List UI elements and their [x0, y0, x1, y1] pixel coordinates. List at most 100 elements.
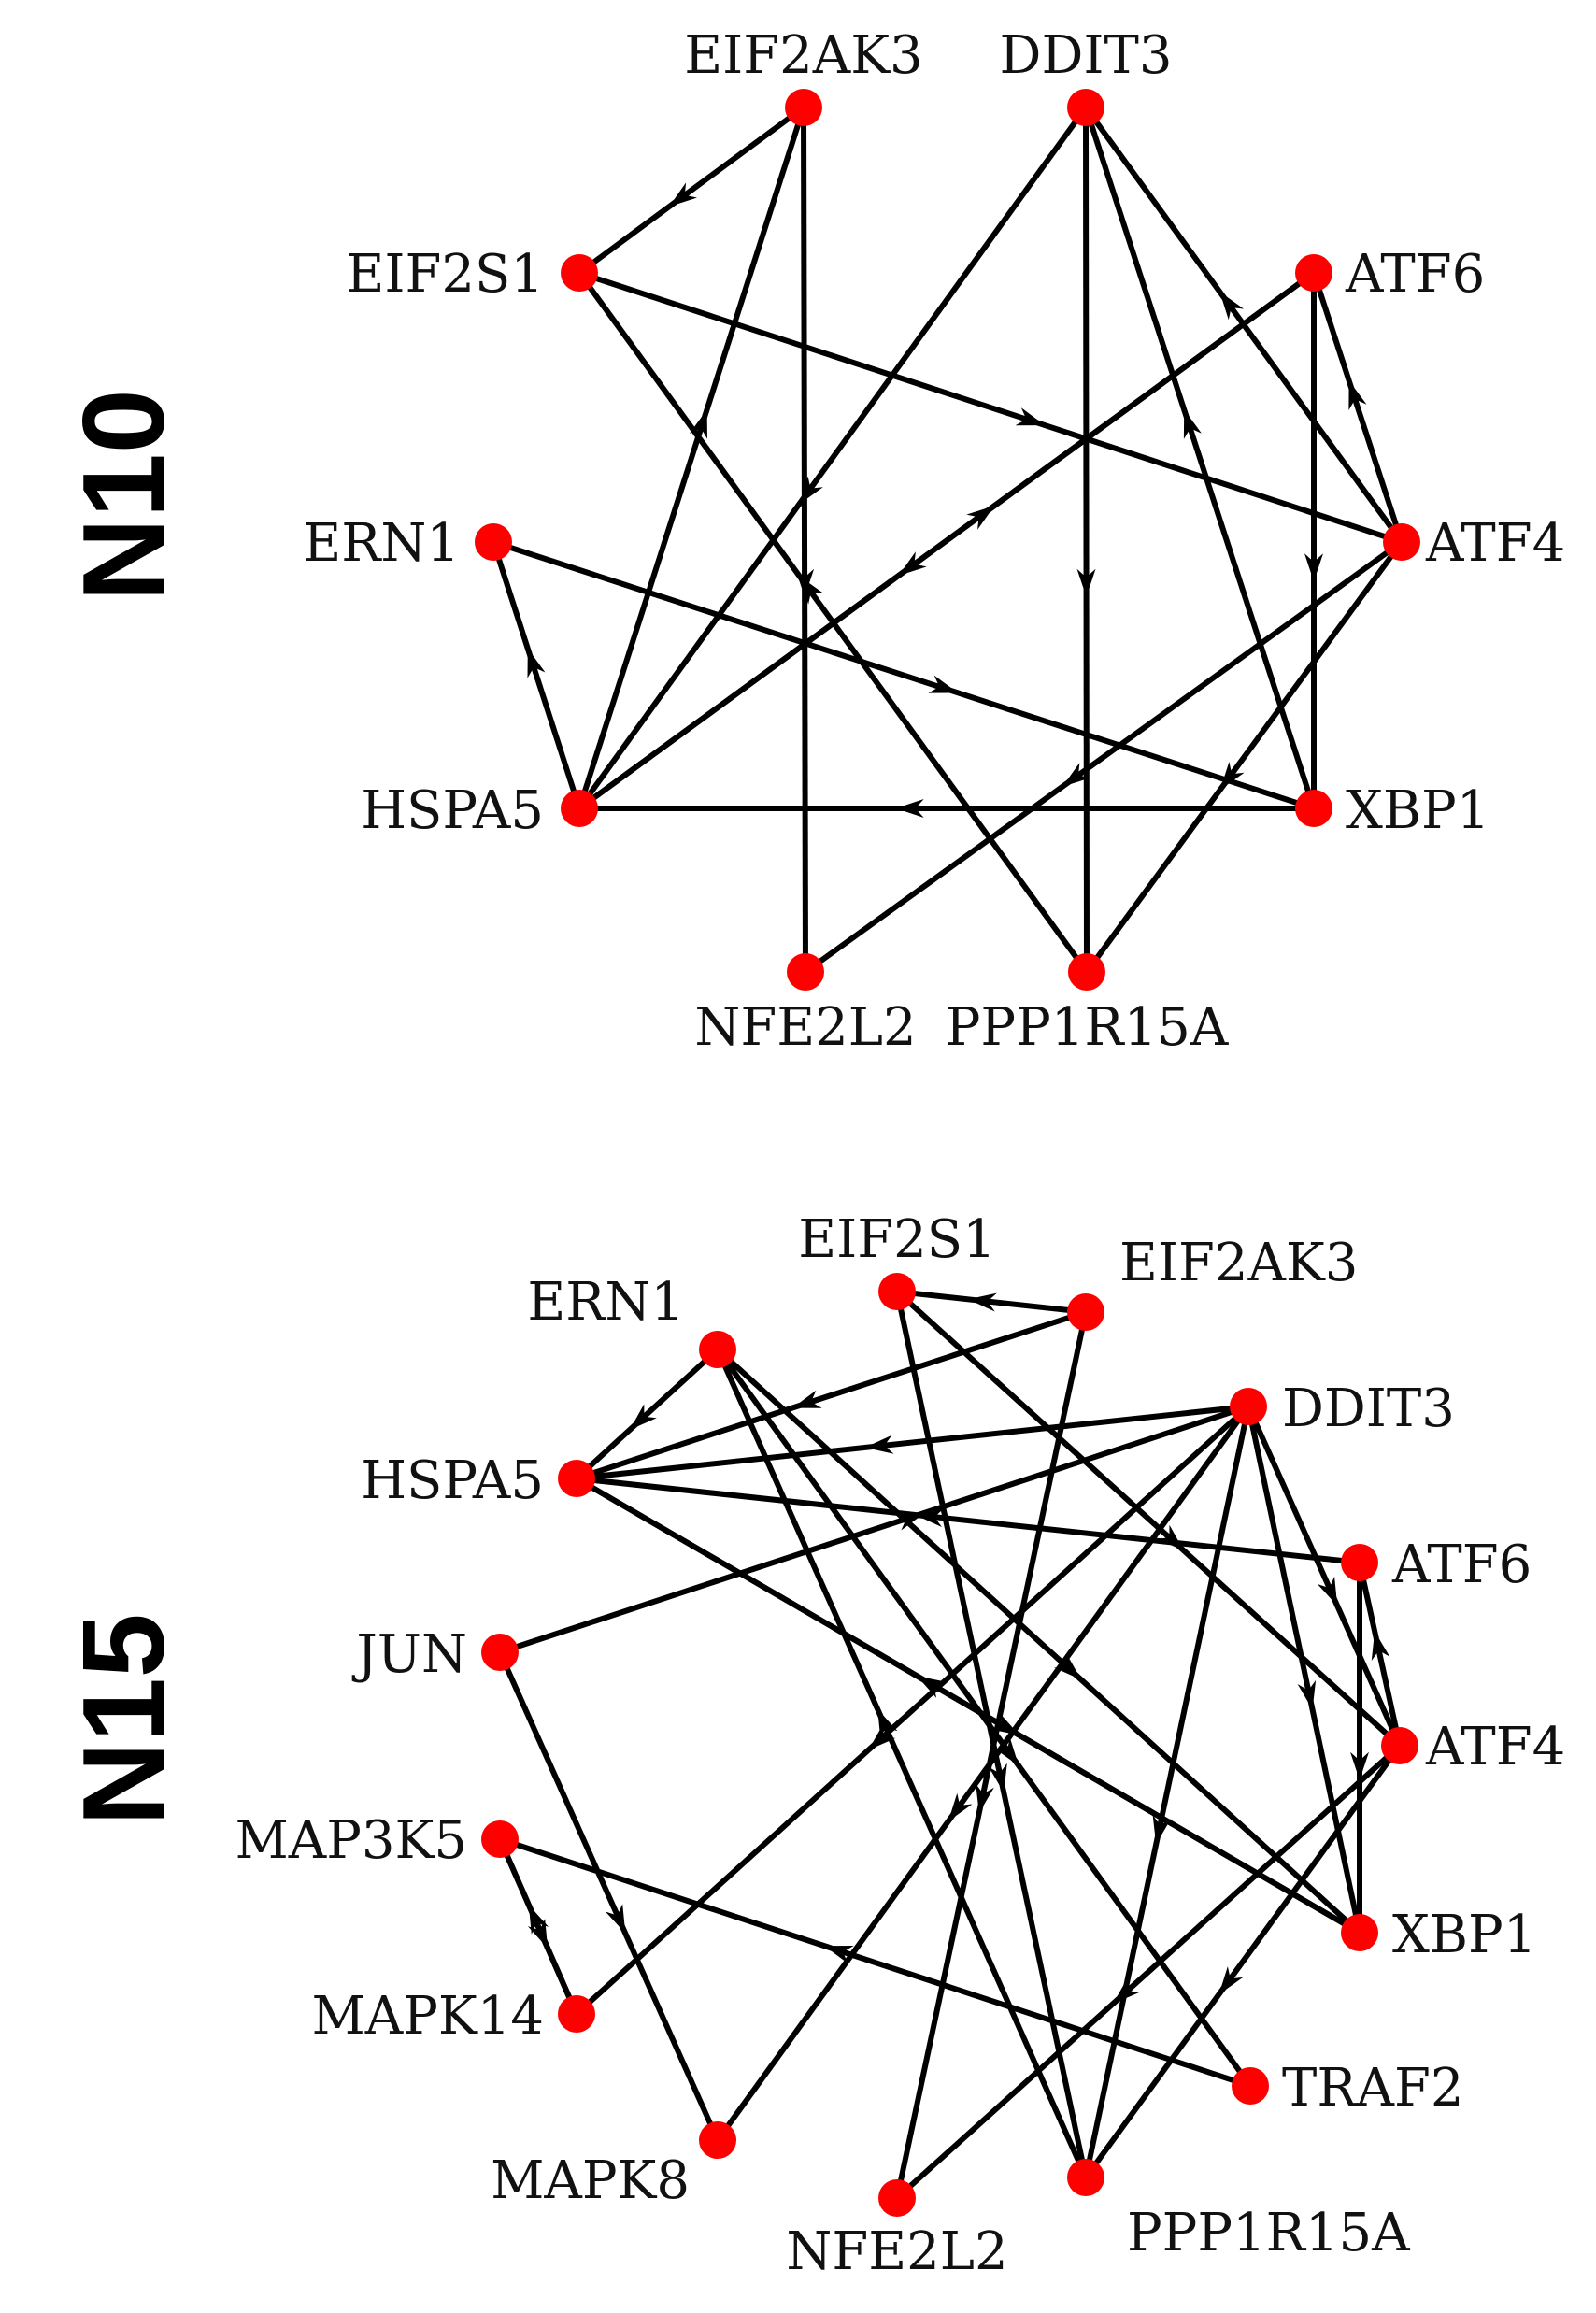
edge-line [499, 1836, 1251, 2089]
arrowhead [629, 1404, 657, 1430]
edge-line [1083, 107, 1090, 973]
arrowhead [994, 1737, 1019, 1766]
edge-line [894, 1311, 1089, 2199]
node-label: PPP1R15A [946, 997, 1229, 1058]
node-dot [561, 790, 598, 827]
edge-line [1083, 1744, 1403, 2179]
node-label: ATF6 [1345, 244, 1485, 305]
node-label: EIF2S1 [798, 1209, 995, 1270]
edge-ddit3-to-mapk14 [574, 1404, 1251, 2017]
node-dot [481, 1820, 519, 1858]
node-dot [1341, 1544, 1378, 1581]
node-dot [481, 1634, 519, 1671]
node-label: XBP1 [1392, 1905, 1536, 1965]
arrowhead [1348, 380, 1367, 410]
arrowhead [824, 1946, 854, 1963]
edge-ppp1r15a-to-ern1 [715, 1348, 1089, 2179]
edge-eif2s1-to-atf4 [578, 270, 1403, 545]
node-label: ATF4 [1425, 513, 1565, 574]
node-label: HSPA5 [361, 1450, 544, 1511]
node-label: ATF6 [1391, 1535, 1532, 1595]
arrowhead [895, 799, 924, 818]
arrowhead [1076, 568, 1096, 597]
node-dot [1068, 953, 1105, 991]
edge-line [577, 107, 806, 809]
node-label: EIF2AK3 [684, 25, 922, 86]
node-label: DDIT3 [1282, 1378, 1455, 1439]
edge-line [1357, 1562, 1403, 1747]
edge-atf4-to-ppp1r15a [1084, 540, 1404, 974]
edge-eif2ak3-to-eif2s1 [896, 1289, 1087, 1315]
arrowhead [917, 1676, 947, 1698]
node-dot [561, 254, 598, 292]
arrowhead [799, 576, 824, 605]
arrowhead [968, 1292, 997, 1312]
node-dot [785, 89, 822, 126]
arrowhead [605, 1904, 626, 1934]
node-ddit3: DDIT3 [1000, 25, 1172, 126]
edge-ddit3-to-atf4 [1246, 1405, 1403, 1748]
arrowhead [966, 506, 995, 530]
arrowhead [1054, 1653, 1081, 1680]
arrowhead [1112, 1977, 1140, 2005]
node-xbp1: XBP1 [1295, 780, 1489, 841]
arrowhead [668, 182, 697, 207]
node-label: NFE2L2 [694, 997, 916, 1058]
edge-line [894, 1289, 1403, 1749]
node-ern1: ERN1 [527, 1272, 736, 1368]
edge-atf4-to-ppp1r15a [1083, 1744, 1403, 2179]
edge-eif2ak3-to-eif2s1 [577, 105, 805, 276]
arrowhead [689, 409, 707, 439]
edge-line [801, 107, 808, 973]
node-atf6: ATF6 [1341, 1535, 1532, 1595]
edge-ern1-to-hspa5 [574, 1347, 720, 1481]
arrowhead [928, 675, 959, 693]
edge-layer [497, 1289, 1403, 2201]
node-eif2ak3: EIF2AK3 [684, 25, 923, 126]
arrowhead [799, 476, 823, 505]
edge-ddit3-to-ppp1r15a [1083, 1406, 1251, 2178]
node-atf4: ATF4 [1381, 1717, 1565, 1778]
arrowhead [1317, 1576, 1338, 1606]
arrowhead [915, 1508, 945, 1527]
edge-line [1083, 107, 1317, 809]
edge-atf4-to-atf6 [1311, 272, 1404, 543]
edge-jun-to-ddit3 [499, 1404, 1249, 1655]
node-ppp1r15a: PPP1R15A [1067, 2159, 1410, 2263]
edge-line [804, 539, 1404, 975]
arrowhead [792, 1390, 822, 1408]
edge-atf4-to-atf6 [1357, 1562, 1403, 1747]
edge-layer [491, 105, 1404, 975]
edge-hspa5-to-eif2ak3 [577, 107, 806, 809]
edge-atf6-to-xbp1 [1350, 1563, 1369, 1933]
edge-line [577, 270, 1316, 811]
edge-line [715, 1405, 1251, 2142]
node-label: NFE2L2 [786, 2221, 1007, 2282]
arrowhead [1219, 292, 1244, 321]
node-dot [1067, 1293, 1104, 1331]
edge-xbp1-to-hspa5 [575, 1476, 1361, 1935]
edge-line [491, 541, 582, 809]
node-dot [1067, 89, 1104, 126]
edge-atf4-to-nfe2l2 [894, 1743, 1403, 2201]
node-ddit3: DDIT3 [1230, 1378, 1455, 1439]
node-atf4: ATF4 [1383, 513, 1565, 574]
edge-ern1-to-xbp1 [715, 1347, 1362, 1935]
node-dot [1383, 523, 1420, 561]
node-eif2ak3: EIF2AK3 [1067, 1233, 1358, 1331]
arrowhead [895, 1512, 925, 1531]
edge-line [715, 1348, 1089, 2179]
node-traf2: TRAF2 [1232, 2058, 1463, 2119]
edge-line [1311, 272, 1404, 543]
edge-ddit3-to-xbp1 [1246, 1406, 1362, 1934]
panel-title-n15: N15 [60, 1613, 189, 1825]
edge-line [896, 1289, 1087, 1315]
edge-line [1246, 1406, 1362, 1934]
node-dot [878, 1273, 916, 1310]
edge-line [576, 1404, 1249, 1481]
arrowhead [1152, 1815, 1172, 1845]
node-label: JUN [351, 1624, 467, 1685]
node-xbp1: XBP1 [1341, 1905, 1536, 1965]
